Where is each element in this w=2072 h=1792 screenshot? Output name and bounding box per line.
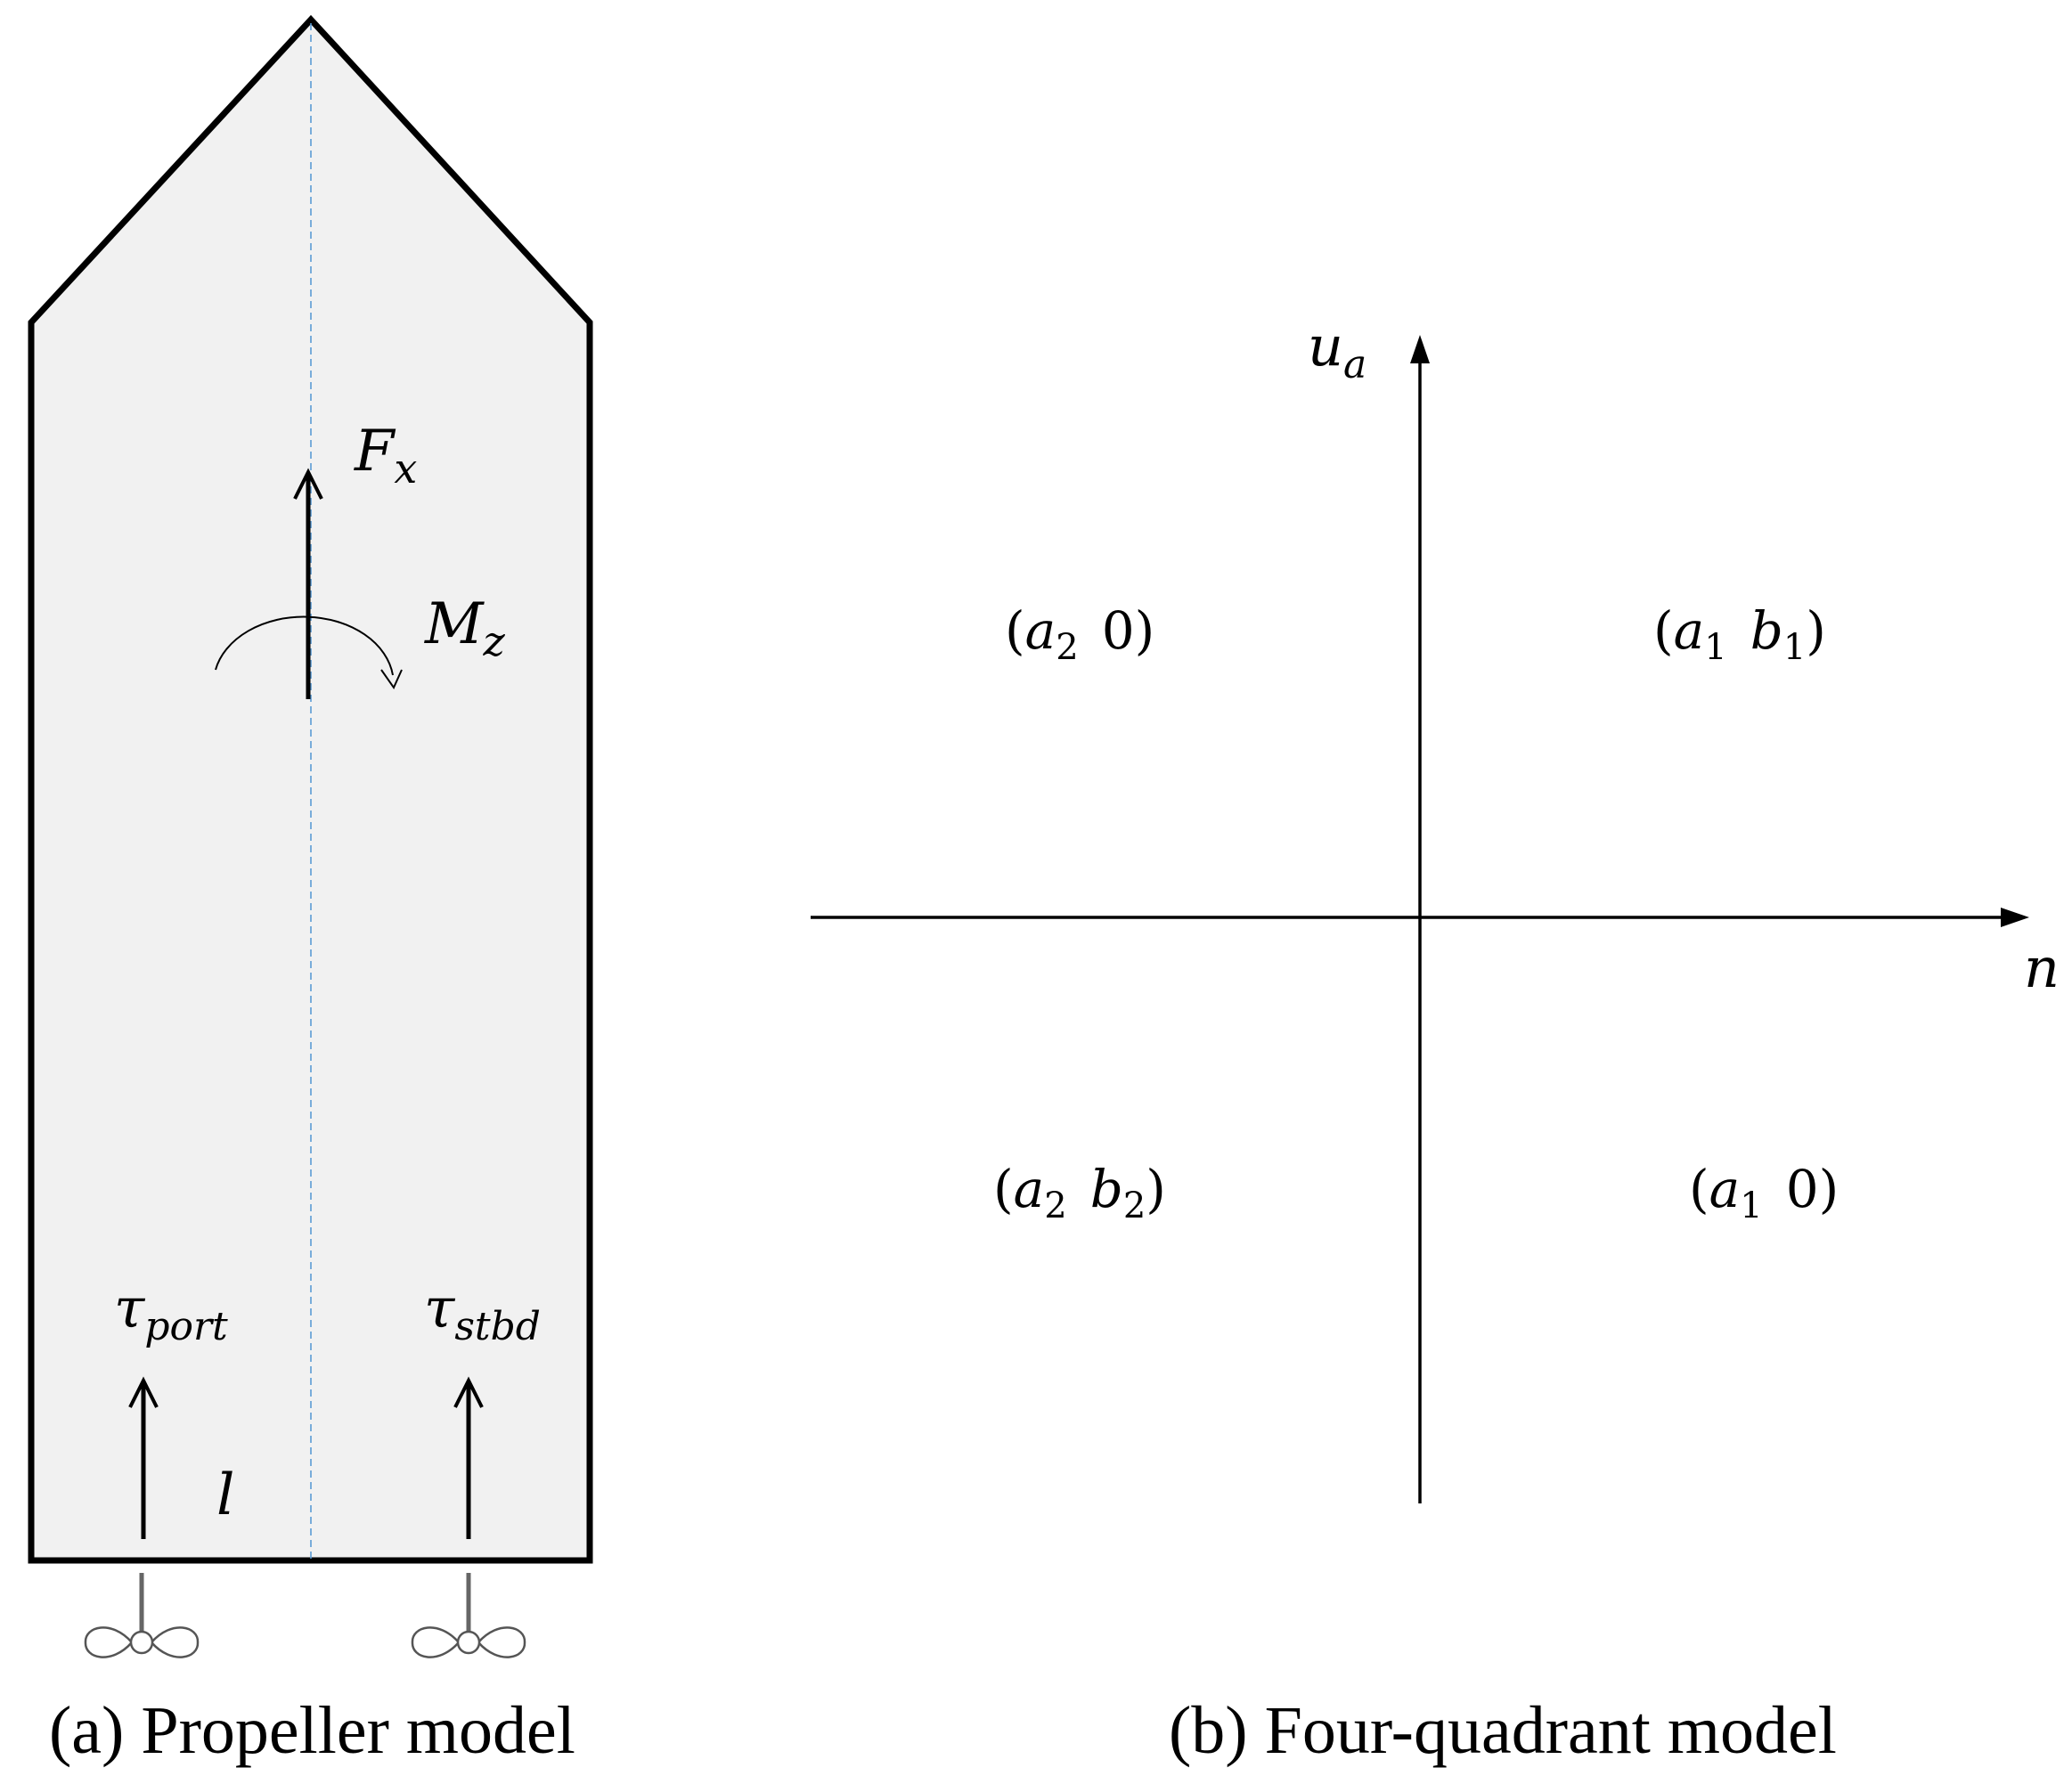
ua-axis-arrowhead [1410,335,1430,363]
tau-port-label: τport [114,1275,228,1349]
ua-axis-label: ua [1308,314,1366,387]
moment-mz-arc [215,615,394,676]
distance-l-label: l [216,1462,234,1528]
caption-a: (a) Propeller model [49,1693,575,1768]
stbd-propeller-icon [411,1573,526,1658]
n-axis-arrowhead [2001,908,2029,927]
stbd-thrust-arrow [453,1376,484,1539]
port-thrust-arrow [128,1376,159,1539]
tau-stbd-label: τstbd [424,1275,541,1349]
force-fx-label: Fx [354,419,417,493]
port-propeller-icon [84,1573,200,1658]
moment-mz-label: Mz [424,591,506,665]
propeller-model-panel: Fx Mz τport τstbd l [28,14,593,1768]
force-fx-arrow [293,468,323,699]
n-axis-label: n [2024,935,2060,1000]
caption-b: (b) Four-quadrant model [1169,1693,1837,1768]
moment-mz-arrowhead [380,669,403,690]
